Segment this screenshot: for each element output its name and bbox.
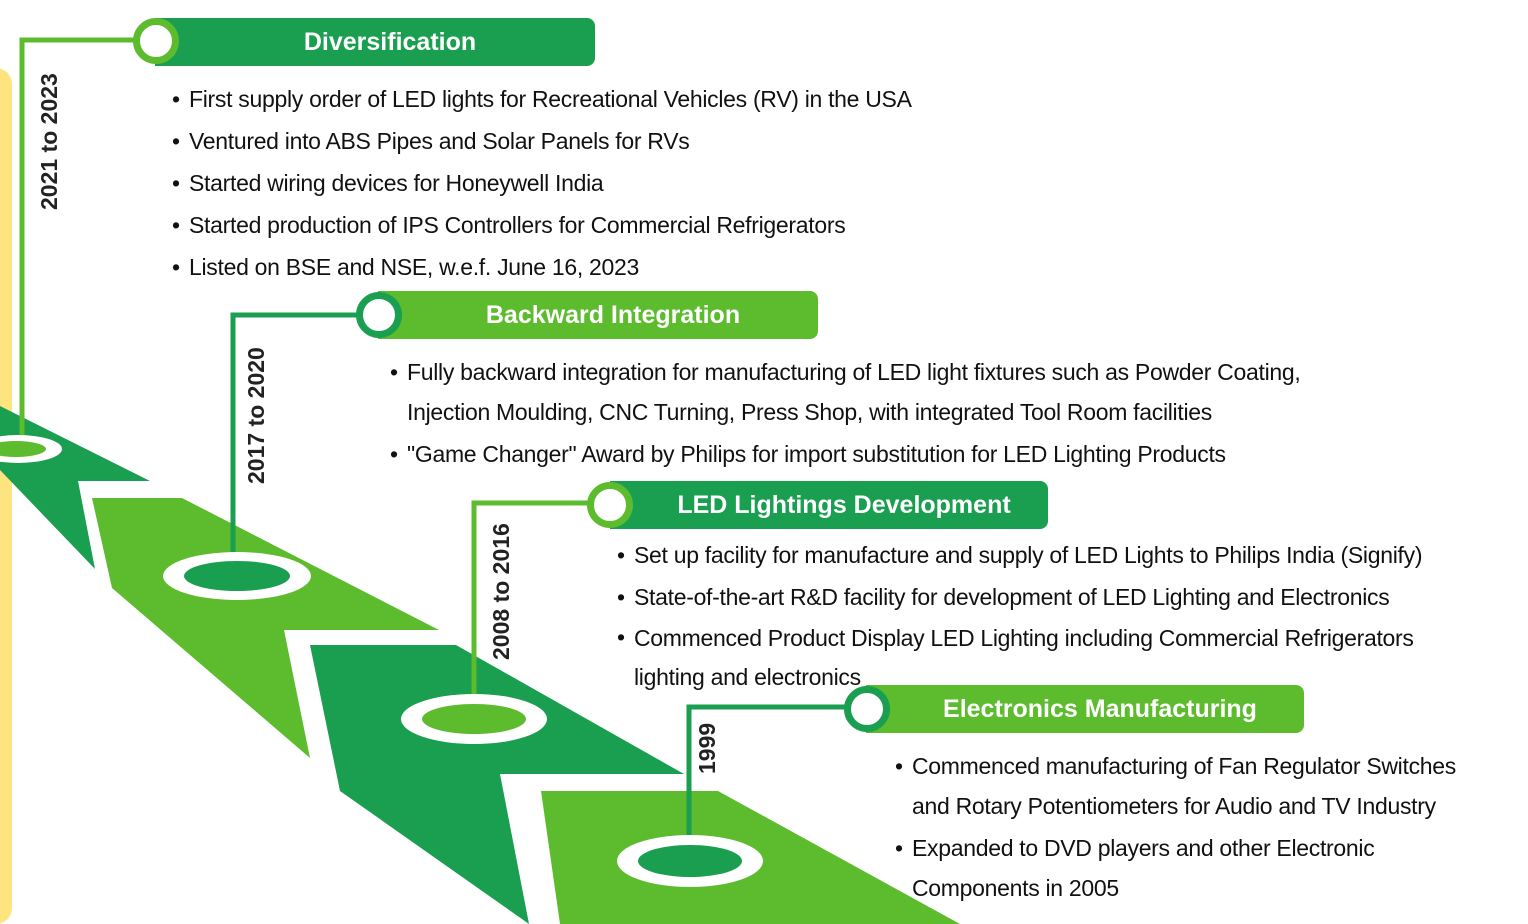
item-text: Listed on BSE and NSE, w.e.f. June 16, 2… [189, 254, 639, 280]
list-item: Set up facility for manufacture and supp… [617, 534, 1422, 576]
header-ring-2 [356, 292, 402, 338]
list-item: State-of-the-art R&D facility for develo… [617, 576, 1422, 618]
period-label-1: 2021 to 2023 [36, 73, 62, 210]
list-item: Fully backward integration for manufactu… [390, 352, 1301, 432]
list-item: Started wiring devices for Honeywell Ind… [172, 162, 912, 204]
item-text: Fully backward integration for manufactu… [407, 359, 1301, 385]
item-text: Started wiring devices for Honeywell Ind… [189, 170, 604, 196]
list-item: Listed on BSE and NSE, w.e.f. June 16, 2… [172, 246, 912, 288]
item-text: First supply order of LED lights for Rec… [189, 86, 912, 112]
period-label-3: 2008 to 2016 [488, 523, 514, 660]
milestone-title-electronics-manufacturing: Electronics Manufacturing [866, 685, 1304, 733]
header-ring-4 [844, 686, 890, 732]
list-item: Commenced manufacturing of Fan Regulator… [895, 746, 1456, 826]
connector-line-4 [686, 704, 850, 845]
list-item: Started production of IPS Controllers fo… [172, 204, 912, 246]
connector-line-1 [19, 37, 140, 447]
item-text: "Game Changer" Award by Philips for impo… [407, 441, 1226, 467]
bullet-list-4: Commenced manufacturing of Fan Regulator… [895, 746, 1456, 908]
list-item: Expanded to DVD players and other Electr… [895, 828, 1456, 908]
milestone-title-backward-integration: Backward Integration [378, 291, 818, 339]
item-text: Components in 2005 [912, 875, 1119, 901]
marker-4 [638, 845, 742, 877]
item-text: State-of-the-art R&D facility for develo… [634, 584, 1390, 610]
connector-line-3 [471, 500, 592, 705]
marker-1 [0, 441, 46, 457]
list-item: Commenced Product Display LED Lighting i… [617, 618, 1422, 697]
item-text: Set up facility for manufacture and supp… [634, 542, 1423, 568]
list-item: Ventured into ABS Pipes and Solar Panels… [172, 120, 912, 162]
item-text: and Rotary Potentiometers for Audio and … [912, 793, 1436, 819]
item-text: lighting and electronics [634, 664, 861, 690]
item-text: Injection Moulding, CNC Turning, Press S… [407, 399, 1212, 425]
period-label-4: 1999 [694, 722, 720, 774]
period-label-2: 2017 to 2020 [243, 347, 269, 484]
milestone-title-led-lightings: LED Lightings Development [610, 481, 1048, 529]
item-text: Commenced Product Display LED Lighting i… [634, 625, 1414, 651]
connector-line-2 [230, 312, 362, 560]
marker-2 [184, 561, 290, 591]
yellow-side-band [0, 68, 12, 924]
item-text: Commenced manufacturing of Fan Regulator… [912, 753, 1456, 779]
item-text: Expanded to DVD players and other Electr… [912, 835, 1375, 861]
bullet-list-2: Fully backward integration for manufactu… [390, 352, 1301, 474]
bullet-list-3: Set up facility for manufacture and supp… [617, 534, 1422, 697]
header-ring-1 [133, 18, 179, 64]
milestone-title-diversification: Diversification [155, 18, 595, 66]
list-item: "Game Changer" Award by Philips for impo… [390, 434, 1300, 474]
marker-3 [422, 704, 526, 734]
bullet-list-1: First supply order of LED lights for Rec… [172, 78, 912, 288]
header-ring-3 [587, 482, 633, 528]
item-text: Started production of IPS Controllers fo… [189, 212, 846, 238]
item-text: Ventured into ABS Pipes and Solar Panels… [189, 128, 690, 154]
list-item: First supply order of LED lights for Rec… [172, 78, 912, 120]
